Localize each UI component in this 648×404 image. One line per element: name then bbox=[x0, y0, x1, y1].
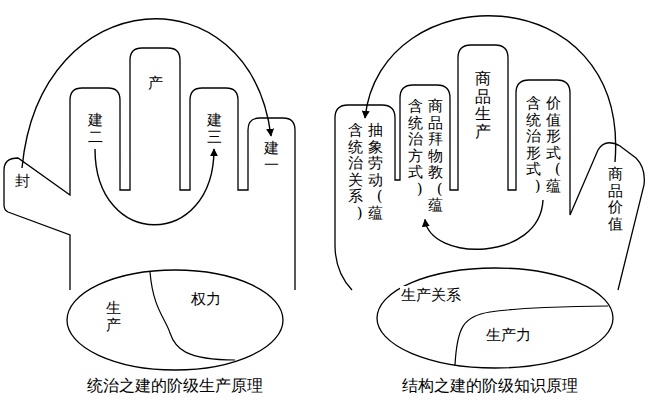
finger-text: 价值形式(蕴含统治形式) bbox=[526, 95, 561, 196]
finger-text: 抽象劳动(蕴含统治关系) bbox=[348, 122, 383, 223]
node-text: 建一 bbox=[264, 140, 279, 173]
curved-arrow bbox=[425, 200, 543, 249]
palm-ellipse: 生产关系生产力 bbox=[375, 266, 615, 370]
caption-text: 结构之建的阶级知识原理 bbox=[402, 376, 578, 397]
finger-text: 建一 bbox=[264, 140, 279, 173]
node-text: 价值形式(蕴含统治形式) bbox=[526, 95, 561, 196]
finger-text: 商品生产 bbox=[475, 70, 491, 140]
ellipse-shape bbox=[65, 268, 285, 372]
finger-text: 商品拜物教(蕴含统治方式) bbox=[408, 98, 443, 216]
node-text: 抽象劳动(蕴含统治关系) bbox=[348, 122, 383, 223]
palm-ellipse: 生产 权力 bbox=[65, 268, 285, 372]
divider-curve bbox=[150, 272, 235, 360]
node-text: 生产关系 bbox=[400, 286, 462, 305]
node-text: 产 bbox=[148, 75, 163, 92]
curved-arrow bbox=[365, 16, 616, 162]
node-text: 生产力 bbox=[485, 326, 532, 345]
right-hand bbox=[335, 45, 644, 290]
divider-curve bbox=[455, 306, 608, 365]
node-text: 生产 bbox=[105, 300, 122, 333]
node-text: 商品价值 bbox=[608, 166, 623, 232]
curved-arrow bbox=[95, 149, 214, 225]
finger-text: 建二 bbox=[88, 112, 103, 145]
finger-text: 封 bbox=[15, 172, 30, 191]
finger-text: 建三 bbox=[207, 112, 222, 145]
finger-text: 产 bbox=[148, 75, 163, 92]
finger-text: 商品价值 bbox=[608, 166, 623, 232]
node-text: 建三 bbox=[207, 112, 222, 145]
node-text: 商品生产 bbox=[475, 70, 491, 140]
node-text: 商品拜物教(蕴含统治方式) bbox=[408, 98, 443, 216]
node-text: 权力 bbox=[190, 290, 222, 309]
caption-text: 统治之建的阶级生产原理 bbox=[87, 376, 263, 397]
node-text: 封 bbox=[15, 172, 30, 190]
node-text: 建二 bbox=[88, 112, 103, 145]
ellipse-shape bbox=[375, 266, 615, 370]
curved-arrow bbox=[22, 19, 271, 168]
